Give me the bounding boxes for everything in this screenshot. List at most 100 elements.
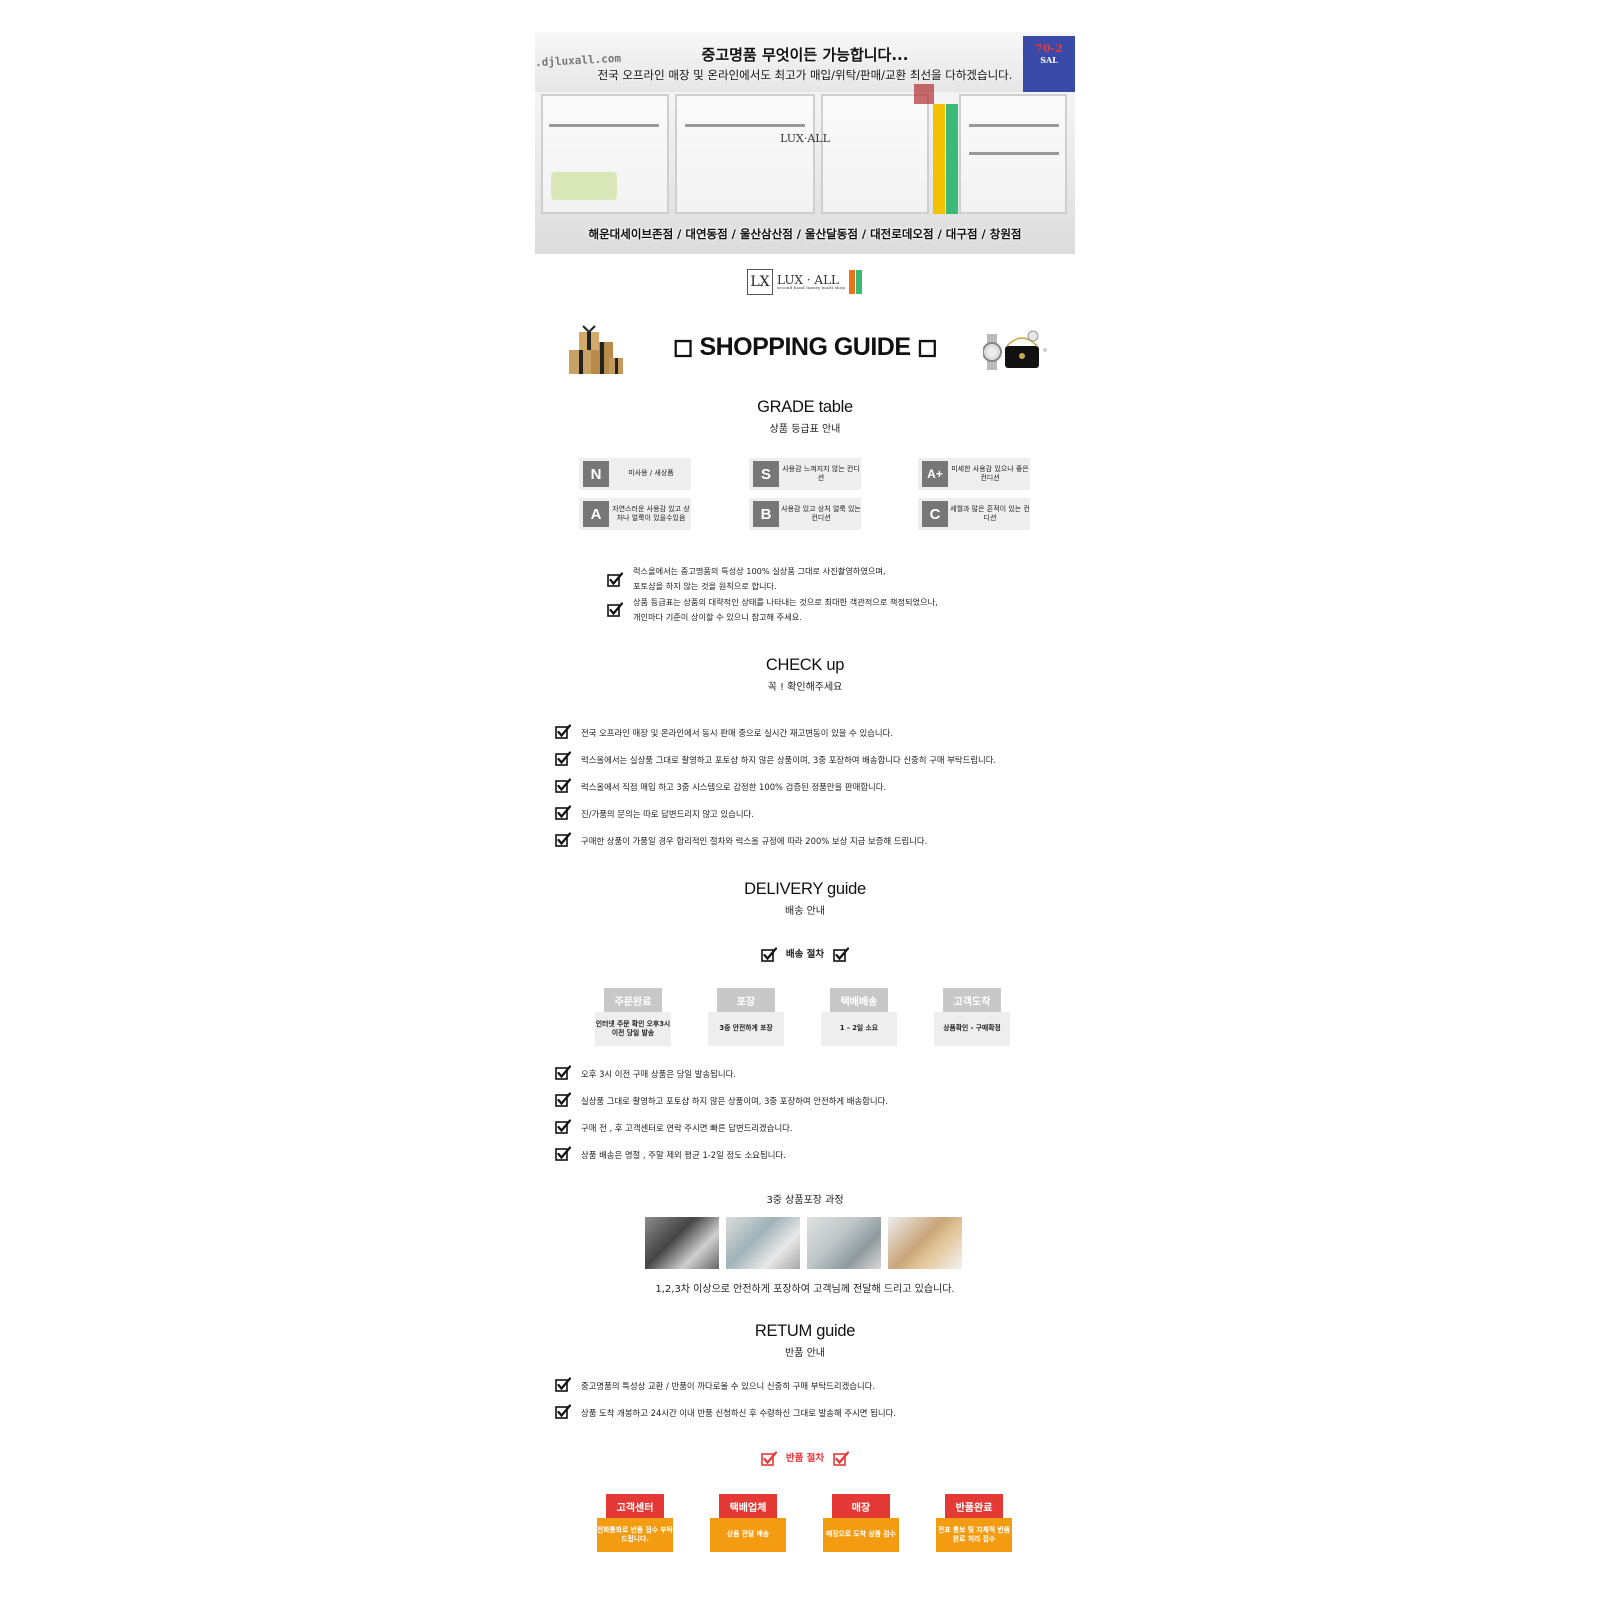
sale-sign: 70-2 SAL [1023,36,1075,92]
checkbox-icon [555,1146,571,1162]
check-item-text: 구매한 상품이 가품일 경우 합리적인 절차와 럭스올 규정에 따라 200% … [581,836,928,846]
return-step-desc: 전화통화로 반품 접수 부탁드립니다. [597,1518,673,1552]
shopping-guide-header: ◻ SHOPPING GUIDE ◻ [535,318,1075,378]
checkbox-icon [555,751,571,767]
banner-headline: 중고명품 무엇이든 가능합니다... [701,46,909,64]
grade-key: S [753,461,779,487]
grade-key: C [922,501,948,527]
delivery-item: 상품 배송은 명절 , 주말 제외 평균 1-2일 정도 소요됩니다. [555,1146,1065,1164]
return-step-title: 매장 [832,1494,890,1518]
delivery-title-ko: 배송 안내 [785,906,825,917]
check-item-text: 전국 오프라인 매장 및 온라인에서 동시 판매 중으로 실시간 재고변동이 있… [581,728,893,738]
checkbox-icon [761,947,777,963]
grade-note-line: 상품 등급표는 상품의 대략적인 상태를 나타내는 것으로 최대한 객관적으로 … [633,597,938,607]
checkbox-icon [833,947,849,963]
check-item-text: 럭스올에서는 실상품 그대로 촬영하고 포토샵 하지 않은 상품이며, 3중 포… [581,755,997,765]
logo-tagline: second hand luxury multi shop [777,285,846,290]
grade-desc: 세월과 많은 흔적이 있는 컨디션 [950,504,1030,522]
packing-photo-3 [807,1217,881,1269]
return-item-text: 상품 도착 개봉하고 24시간 이내 반품 신청하신 후 수령하신 그대로 발송… [581,1408,896,1418]
check-item: 전국 오프라인 매장 및 온라인에서 동시 판매 중으로 실시간 재고변동이 있… [555,724,1065,742]
grade-card-n: N 미사용 / 새상품 [579,458,691,490]
delivery-item-text: 상품 배송은 명절 , 주말 제외 평균 1-2일 정도 소요됩니다. [581,1150,786,1160]
chevron-right-icon: > [718,1238,726,1247]
packing-photo-4 [888,1217,962,1269]
grade-card-b: B 사용감 있고 상처 얼룩 있는 컨디션 [749,498,861,530]
delivery-process-text: 배송 절차 [785,949,825,960]
store-window [675,94,815,214]
packing-photo-2 [726,1217,800,1269]
banner-branches: 해운대세이브존점 / 대연동점 / 울산삼산점 / 울산달동점 / 대전로데오점… [588,227,1022,241]
store-banner: LUX·ALL .djluxall.com 70-2 SAL 중고명품 무엇이든… [535,32,1075,254]
grade-card-a: A 자연스러운 사용감 있고 상처나 얼룩이 있을수있음 [579,498,691,530]
checkbox-icon [555,832,571,848]
delivery-step-title: 포장 [717,988,775,1012]
logo-text: LUX · ALL second hand luxury multi shop [777,274,845,290]
return-step: 고객센터 전화통화로 반품 접수 부탁드립니다. [597,1494,673,1552]
checkbox-icon [555,1377,571,1393]
return-step: 반품완료 전표 통보 및 자체적 반품 완료 처리 접수 [936,1494,1012,1552]
logo-name: LUX · ALL [777,273,840,287]
checkbox-icon [555,724,571,740]
banner-ceiling [535,32,1075,92]
banner-subline: 전국 오프라인 매장 및 온라인에서도 최고가 매입/위탁/판매/교환 최선을 … [597,68,1013,82]
grade-note-line: 개인마다 기준이 상이할 수 있으니 참고해 주세요. [633,612,802,622]
check-item: 구매한 상품이 가품일 경우 합리적인 절차와 럭스올 규정에 따라 200% … [555,832,1065,850]
delivery-step-title: 택배배송 [830,988,888,1012]
shop-window-logo: LUX·ALL [780,132,830,145]
shelf [969,124,1059,127]
packing-title: 3중 상품포장 과정 [766,1195,844,1206]
delivery-section-heading: DELIVERY guide 배송 안내 [535,880,1075,917]
shelf [549,124,659,127]
delivery-item-text: 구매 전 , 후 고객센터로 연락 주시면 빠른 답변드리겠습니다. [581,1123,793,1133]
grade-note-line: 럭스올에서는 중고명품의 특성상 100% 실상품 그대로 사진촬영하였으며, [633,566,886,576]
grade-key: A [583,501,609,527]
check-item: 럭스올에서 직접 매입 하고 3중 시스템으로 감정한 100% 검증된 정품만… [555,778,1065,796]
return-step-title: 반품완료 [945,1494,1003,1518]
return-step-desc: 전표 통보 및 자체적 반품 완료 처리 접수 [936,1518,1012,1552]
return-item-text: 중고명품의 특성상 교환 / 반품이 까다로울 수 있으니 신중히 구매 부탁드… [581,1381,876,1391]
delivery-item: 오후 3시 이전 구매 상품은 당일 발송됩니다. [555,1065,1065,1083]
return-step-desc: 상품 전달 배송 [710,1518,786,1552]
sofa-image [551,172,617,200]
check-item-text: 진/가품의 문의는 따로 답변드리지 않고 있습니다. [581,809,754,819]
return-item: 중고명품의 특성상 교환 / 반품이 까다로울 수 있으니 신중히 구매 부탁드… [555,1377,1065,1395]
delivery-step-desc: 인터넷 주문 확인 오후3시 이전 당일 발송 [595,1012,671,1046]
checkbox-icon [761,1451,777,1467]
checkbox-icon [555,1065,571,1081]
store-window [821,94,929,214]
delivery-step-desc: 상품확인 - 구매확정 [934,1012,1010,1046]
grade-key: A+ [922,461,948,487]
door-decoration [933,104,945,214]
grade-card-a-plus: A+ 미세한 사용감 있으나 좋은 컨디션 [918,458,1030,490]
delivery-item-text: 실상품 그대로 촬영하고 포토샵 하지 않은 상품이며, 3중 포장하여 안전하… [581,1096,888,1106]
checkbox-icon [555,778,571,794]
return-section-heading: RETUM guide 반품 안내 [535,1322,1075,1359]
delivery-step: 포장 3중 안전하게 포장 [708,988,784,1046]
checkbox-icon [555,1092,571,1108]
check-section-heading: CHECK up 꼭 ! 확인해주세요 [535,656,1075,693]
door-decoration [914,84,934,104]
grade-desc: 미사용 / 새상품 [628,469,674,478]
delivery-step: 주문완료 인터넷 주문 확인 오후3시 이전 당일 발송 [595,988,671,1046]
packing-caption: 1,2,3차 이상으로 안전하게 포장하여 고객님께 전달해 드리고 있습니다. [655,1284,955,1295]
logo-bar-green [856,270,863,294]
delivery-step-desc: 1 - 2일 소요 [821,1012,897,1046]
grade-desc: 사용감 있고 상처 얼룩 있는 컨디션 [781,504,861,522]
check-title-en: CHECK up [765,656,845,674]
grade-key: B [753,501,779,527]
checkbox-icon [555,805,571,821]
delivery-step-desc: 3중 안전하게 포장 [708,1012,784,1046]
sale-sign-bottom: SAL [1040,55,1058,65]
checkbox-icon [833,1451,849,1467]
return-title-ko: 반품 안내 [785,1348,825,1359]
delivery-item-text: 오후 3시 이전 구매 상품은 당일 발송됩니다. [581,1069,736,1079]
chevron-right-icon: > [799,1238,807,1247]
grade-card-s: S 사용감 느껴지지 않는 컨디션 [749,458,861,490]
delivery-title-en: DELIVERY guide [744,880,866,898]
delivery-step: 고객도착 상품확인 - 구매확정 [934,988,1010,1046]
chevron-right-icon: > [880,1238,888,1247]
delivery-step-title: 주문완료 [604,988,662,1012]
grade-desc: 사용감 느껴지지 않는 컨디션 [782,464,860,482]
delivery-item: 실상품 그대로 촬영하고 포토샵 하지 않은 상품이며, 3중 포장하여 안전하… [555,1092,1065,1110]
